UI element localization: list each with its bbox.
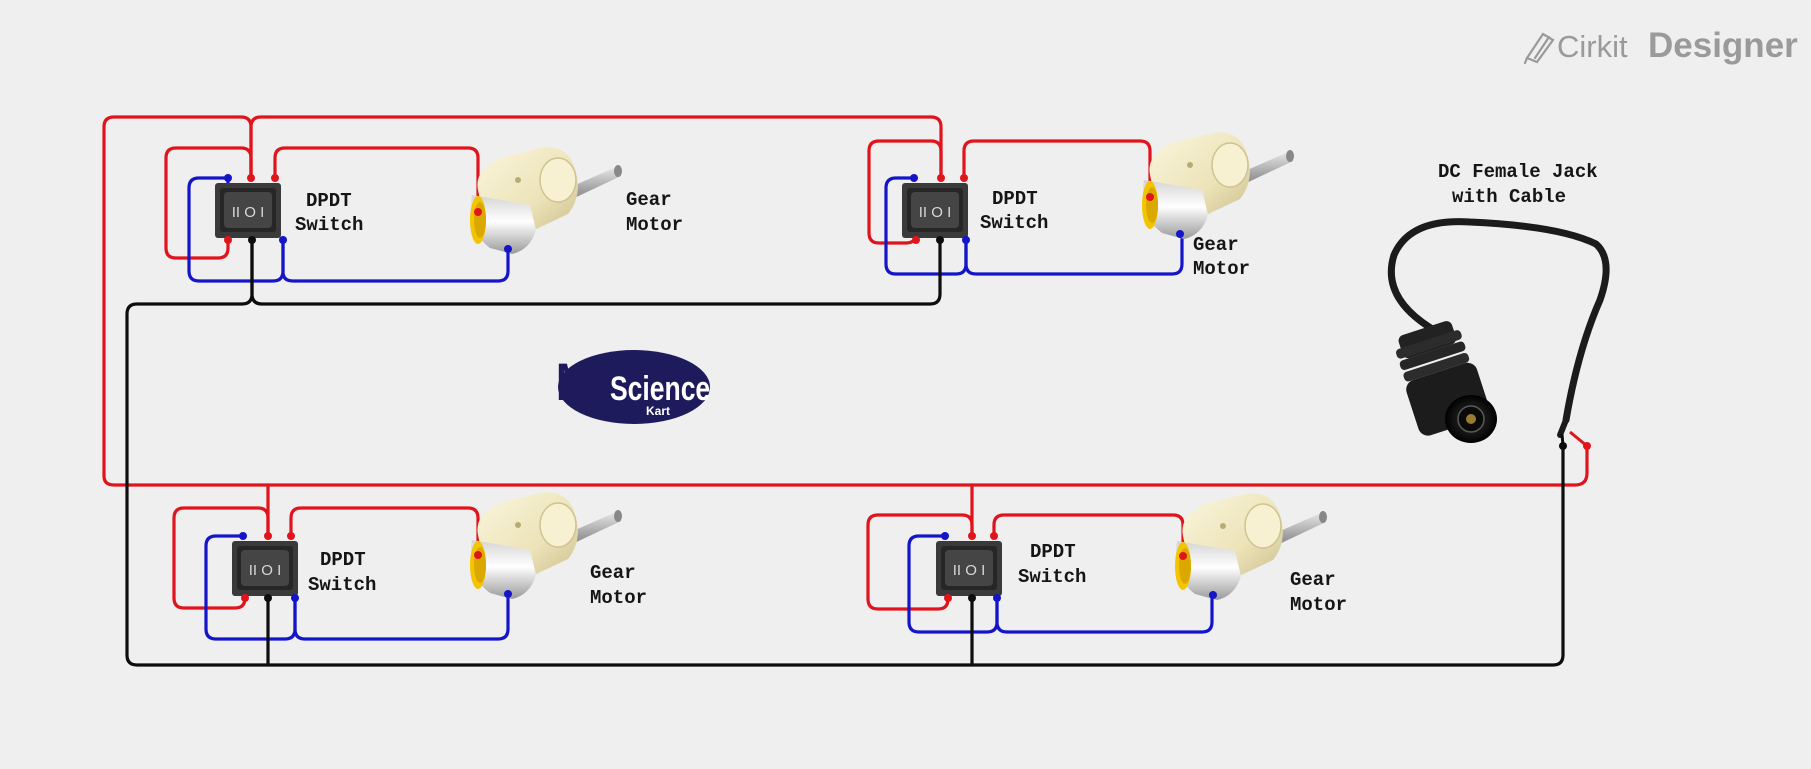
wire-red: [867, 139, 943, 245]
component-labels: DPDT Switch Gear Motor DPDT Switch Gear …: [295, 161, 1598, 616]
brand-logo[interactable]: Cirkit Designer: [1523, 26, 1798, 65]
dpdt-switch-2[interactable]: II O I: [902, 183, 968, 238]
wire-blue: [281, 238, 510, 283]
brand-suffix: Designer: [1648, 26, 1798, 65]
motor-3-label-line2: Motor: [590, 587, 647, 609]
gear-motor-1[interactable]: [470, 147, 622, 254]
pen-nib-icon: [1523, 32, 1555, 65]
pin-red: [990, 532, 998, 540]
pin-red: [271, 174, 279, 182]
wire-blue: [995, 593, 1214, 634]
wire-blue: [964, 233, 1184, 276]
motor-1-label-line2: Motor: [626, 214, 683, 236]
wire-blue: [293, 592, 510, 641]
pin-black: [248, 236, 256, 244]
pin-blue: [239, 532, 247, 540]
pin-red: [937, 174, 945, 182]
pin-red: [224, 236, 232, 244]
dpdt-switch-1[interactable]: II O I: [215, 183, 281, 238]
switch-3-label-line2: Switch: [308, 574, 376, 596]
brand-prefix: Cirkit: [1557, 29, 1628, 64]
switch-4-label-line1: DPDT: [1030, 541, 1076, 563]
pin-blue: [279, 236, 287, 244]
pin-red: [241, 594, 249, 602]
wire-black: [250, 238, 942, 306]
switch-face-text: II O I: [919, 204, 952, 221]
wire-red: [992, 513, 1185, 558]
pin-black: [264, 594, 272, 602]
pin-red: [968, 532, 976, 540]
logo-kart: Kart: [646, 404, 670, 418]
motor-2-label-line2: Motor: [1193, 258, 1250, 280]
black-wires: [125, 238, 1565, 667]
dc-female-jack[interactable]: [1387, 218, 1610, 450]
wire-red: [172, 506, 270, 610]
switch-2-label-line2: Switch: [980, 212, 1048, 234]
pin-blue: [224, 174, 232, 182]
switch-3-label-line1: DPDT: [320, 549, 366, 571]
motor-2-label-line1: Gear: [1193, 234, 1239, 256]
wire-red: [249, 115, 943, 180]
wire-blue: [204, 534, 297, 641]
switch-face-text: II O I: [232, 204, 265, 221]
pin-red: [960, 174, 968, 182]
wire-red: [102, 444, 1589, 487]
pin-blue: [910, 174, 918, 182]
switch-2-label-line1: DPDT: [992, 188, 1038, 210]
motor-3-label-line1: Gear: [590, 562, 636, 584]
wire-blue: [884, 176, 968, 276]
wire-red: [289, 506, 480, 557]
wire-red: [164, 146, 253, 260]
motor-1-label-line1: Gear: [626, 189, 672, 211]
logo-science: Science: [610, 370, 710, 408]
switch-4-label-line2: Switch: [1018, 566, 1086, 588]
dc-jack-label-line2: with Cable: [1452, 186, 1566, 208]
switch-face-text: II O I: [953, 562, 986, 579]
pin-red: [944, 594, 952, 602]
wire-red: [273, 146, 480, 212]
pin-blue: [941, 532, 949, 540]
red-wires: [102, 115, 1589, 611]
logo-my: My: [556, 354, 615, 413]
pin-red: [247, 174, 255, 182]
pin-red: [287, 532, 295, 540]
pin-red: [264, 532, 272, 540]
pin-blue: [962, 236, 970, 244]
pin-black: [936, 236, 944, 244]
wire-blue: [907, 534, 999, 634]
myscience-kart-logo: My Science Kart: [556, 350, 710, 424]
gear-motor-2[interactable]: [1142, 132, 1294, 239]
switch-1-label-line1: DPDT: [306, 190, 352, 212]
motor-4-label-line2: Motor: [1290, 594, 1347, 616]
pin-blue: [291, 594, 299, 602]
switch-1-label-line2: Switch: [295, 214, 363, 236]
dc-jack-label-line1: DC Female Jack: [1438, 161, 1598, 183]
dpdt-switch-4[interactable]: II O I: [936, 541, 1002, 596]
wire-black: [125, 238, 1565, 667]
motor-4-label-line1: Gear: [1290, 569, 1336, 591]
switch-pins: [224, 174, 1001, 602]
wire-red: [962, 139, 1152, 198]
pin-blue: [993, 594, 1001, 602]
gear-motor-3[interactable]: [470, 492, 622, 599]
wire-red: [866, 513, 974, 611]
dpdt-switch-3[interactable]: II O I: [232, 541, 298, 596]
pin-black: [968, 594, 976, 602]
switch-face-text: II O I: [249, 562, 282, 579]
pin-red: [912, 236, 920, 244]
gear-motor-4[interactable]: [1175, 493, 1327, 600]
